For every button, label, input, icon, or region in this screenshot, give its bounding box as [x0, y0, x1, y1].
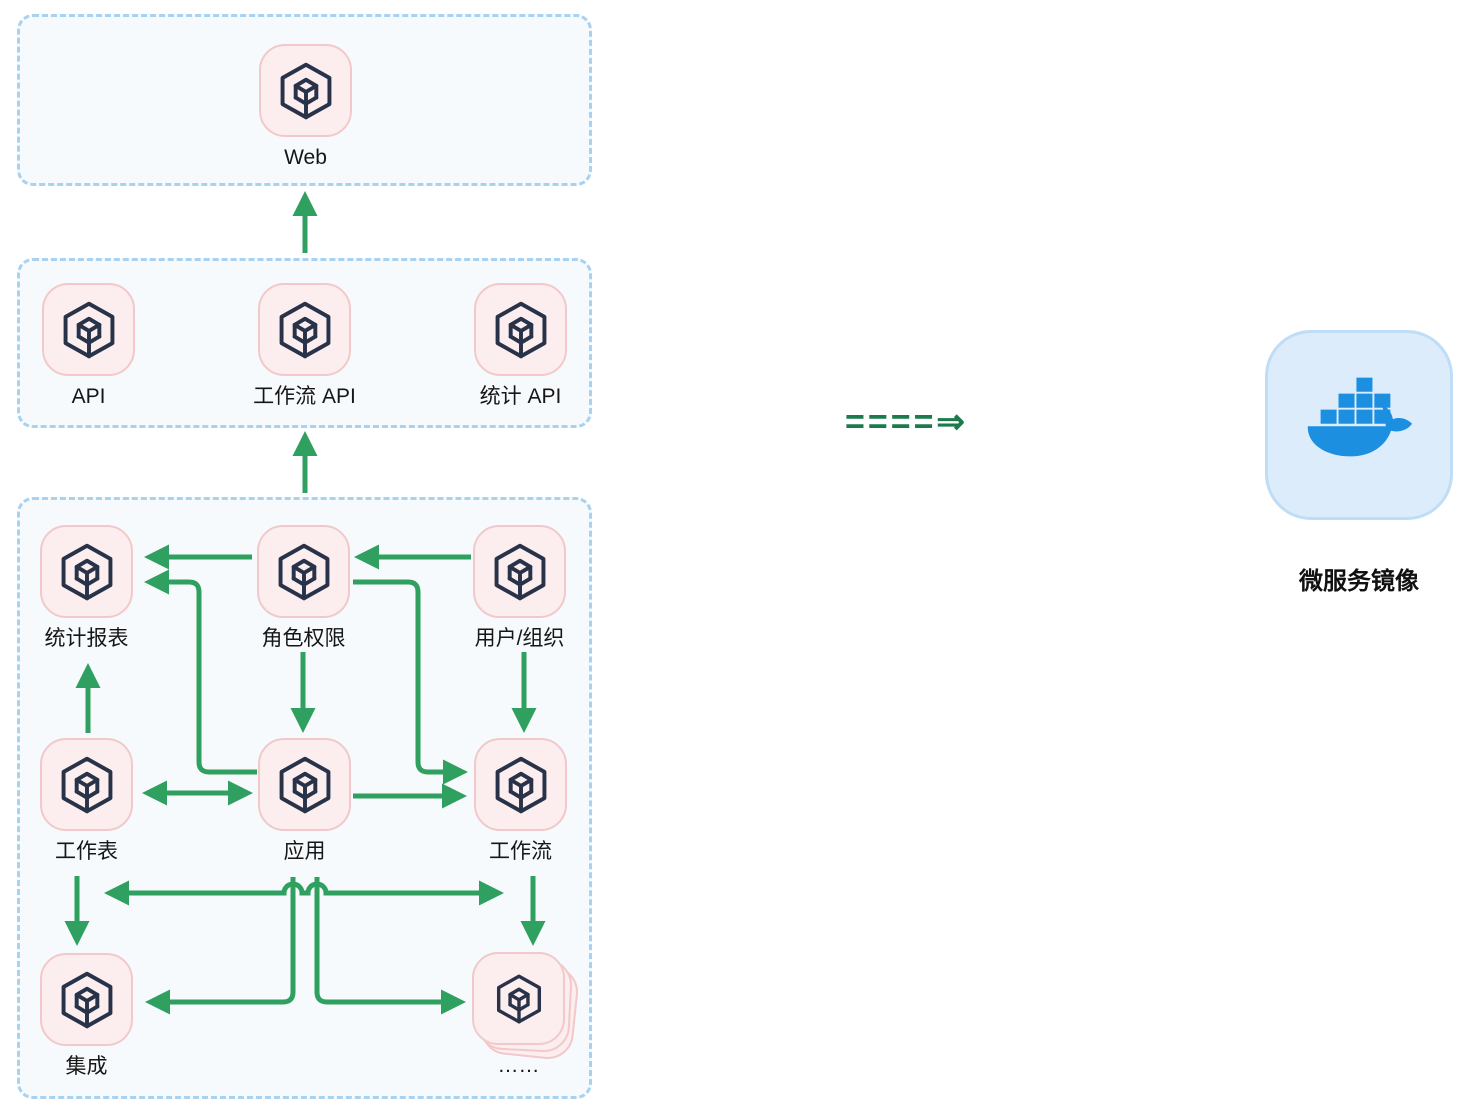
- node-worksheet: 工作表: [40, 738, 133, 863]
- cube-icon: [61, 756, 112, 813]
- node-label: 工作表: [55, 840, 118, 863]
- cube-icon: [494, 543, 545, 600]
- node-label: 应用: [283, 840, 326, 863]
- node-label: 用户/组织: [474, 627, 565, 650]
- node-integration: 集成: [40, 953, 133, 1078]
- node-label: 角色权限: [261, 627, 346, 650]
- docker-image-node: [1265, 330, 1453, 520]
- cube-icon: [495, 756, 546, 813]
- node-label: 统计报表: [44, 627, 129, 650]
- node-more: ……: [472, 952, 581, 1077]
- node-label: ……: [497, 1054, 540, 1077]
- node-web: Web: [259, 44, 352, 169]
- node-user-org: 用户/组织: [473, 525, 566, 650]
- cube-icon: [278, 543, 329, 600]
- node-workflow: 工作流: [474, 738, 567, 863]
- node-label: 工作流 API: [253, 385, 356, 408]
- cube-icon: [61, 971, 112, 1028]
- node-stats-report: 统计报表: [40, 525, 133, 650]
- transform-arrow: ====⇒: [845, 403, 968, 441]
- cube-icon: [280, 62, 331, 119]
- node-app: 应用: [258, 738, 351, 863]
- node-label: API: [71, 385, 106, 408]
- node-api: API: [42, 283, 135, 408]
- cube-icon: [496, 974, 541, 1023]
- docker-whale-icon: [1307, 377, 1413, 457]
- node-label: 工作流: [489, 840, 552, 863]
- docker-image-label: 微服务镜像: [1299, 568, 1419, 595]
- cube-icon: [495, 301, 546, 358]
- cube-icon: [61, 543, 112, 600]
- cube-icon: [279, 301, 330, 358]
- node-role-perm: 角色权限: [257, 525, 350, 650]
- node-workflow-api: 工作流 API: [253, 283, 356, 408]
- cube-icon: [279, 756, 330, 813]
- node-label: 集成: [65, 1055, 108, 1078]
- node-stats-api: 统计 API: [474, 283, 567, 408]
- node-label: 统计 API: [479, 385, 562, 408]
- node-label: Web: [284, 146, 327, 169]
- cube-icon: [63, 301, 114, 358]
